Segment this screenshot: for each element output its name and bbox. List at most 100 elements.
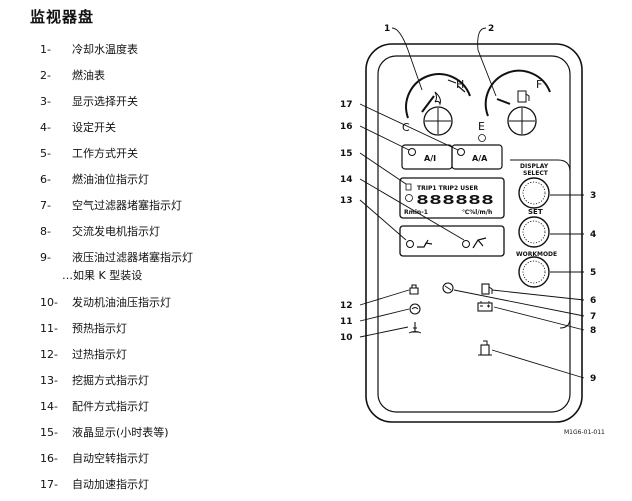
leader-16: [359, 125, 410, 151]
legend-item-number: 8-: [40, 225, 51, 238]
auto-idle-indicator-lamp: [408, 148, 416, 156]
leader-10: [359, 326, 409, 338]
fuel-gauge-needle: [496, 98, 511, 105]
auto-accel-switch[interactable]: A/A: [451, 144, 503, 170]
display-select-button-grip: [522, 181, 546, 205]
coolant-gauge-hub-cross: [425, 108, 451, 134]
alternator-lamp: [477, 301, 493, 312]
work-mode-indicator-window: [399, 225, 505, 257]
set-button-knob[interactable]: [518, 216, 550, 248]
leader-11: [359, 308, 410, 322]
callout-number: 1: [384, 24, 390, 34]
legend-item-label: 设定开关: [72, 121, 116, 134]
hydraulic-filter-base: [478, 340, 492, 356]
monitor-panel-diagram: C H E F A/I A/A TRIP1 TRIP2 USER 888888 …: [320, 0, 632, 501]
legend-item-number: 10-: [40, 296, 58, 309]
hydraulic-filter-lamp: [478, 340, 492, 356]
coolant-gauge-arc: [405, 73, 471, 119]
legend-item-label: 自动空转指示灯: [72, 452, 149, 465]
fuel-level-lamp: [481, 283, 493, 295]
workmode-label: WORKMODE: [516, 251, 557, 258]
legend-item-label: 燃油油位指示灯: [72, 173, 149, 186]
display-select-label-line1: DISPLAY: [520, 163, 549, 170]
legend-item-number: 13-: [40, 374, 58, 387]
button-housing: [510, 159, 571, 329]
set-button[interactable]: SET: [518, 208, 550, 248]
legend-item-label: 燃油表: [72, 69, 105, 82]
fuel-gauge-hub-cross: [509, 108, 535, 134]
auto-accel-switch-label: A/A: [472, 154, 488, 163]
callout-number: 10: [340, 333, 353, 343]
air-filter-slash: [444, 285, 452, 291]
legend-item: 13-挖掘方式指示灯: [40, 372, 149, 388]
callout-number: 17: [340, 100, 353, 110]
lcd-unit-other: ℃%l/m/h: [462, 209, 492, 216]
fuel-level-nozzle: [488, 286, 493, 294]
set-button-grip: [522, 220, 546, 244]
callout-number: 5: [590, 268, 596, 278]
battery-icon: [477, 302, 493, 312]
leader-12: [359, 289, 410, 306]
overheat-lamp: [408, 322, 422, 334]
callout-number: 12: [340, 301, 353, 311]
legend-item-number: 4-: [40, 121, 51, 134]
battery-terminals: [480, 301, 490, 308]
auto-idle-switch-label: A/I: [424, 154, 436, 163]
legend-item: 10- 发动机油油压指示灯: [40, 294, 171, 310]
thermometer-icon: [434, 91, 441, 106]
legend-item-label: 冷却水温度表: [72, 43, 138, 56]
legend-item-number: 5-: [40, 147, 51, 160]
legend-item-number: 6-: [40, 173, 51, 186]
legend-item-label: 显示选择开关: [72, 95, 138, 108]
legend-item: 3- 显示选择开关: [40, 93, 138, 109]
legend-item-number: 1-: [40, 43, 51, 56]
coolant-gauge-high-label: H: [456, 78, 464, 91]
glow-plug-coil: [411, 307, 419, 310]
air-filter-lamp: [442, 282, 454, 294]
callout-number: 2: [488, 24, 494, 34]
glow-plug-icon: [409, 303, 421, 315]
set-label: SET: [528, 208, 543, 216]
legend-item-label: 预热指示灯: [72, 322, 127, 335]
hydraulic-filter-icon: [480, 344, 490, 356]
legend-item-label: 工作方式开关: [72, 147, 138, 160]
fuel-pump-icon: [517, 90, 527, 103]
display-select-button-knob[interactable]: [518, 177, 550, 209]
display-select-button[interactable]: DISPLAY SELECT: [518, 163, 550, 209]
leader-13: [359, 199, 407, 241]
fuel-level-pump-icon: [481, 283, 490, 295]
legend-item: 4- 设定开关: [40, 119, 116, 135]
callout-number: 13: [340, 196, 353, 206]
legend-item-label: 配件方式指示灯: [72, 400, 149, 413]
legend-list: 1-冷却水温度表 2-燃油表 3-显示选择开关 4-设定开关 5-工作方式开关 …: [40, 41, 193, 492]
fuel-gauge: E F: [478, 69, 551, 136]
legend-item: 2-燃油表: [40, 67, 105, 83]
leader-8: [493, 306, 585, 331]
display-select-label-line2: SELECT: [523, 170, 549, 177]
leader-2: [477, 27, 497, 97]
legend-item-label: 自动加速指示灯: [72, 478, 149, 491]
legend-item-number: 3-: [40, 95, 51, 108]
callout-number: 7: [590, 312, 596, 322]
auto-idle-switch[interactable]: A/I: [401, 144, 453, 170]
legend-item-number: 15-: [40, 426, 58, 439]
workmode-button[interactable]: WORKMODE: [516, 251, 557, 288]
workmode-button-knob[interactable]: [518, 256, 550, 288]
dig-mode-lamp: [406, 240, 414, 248]
legend-item: 8-交流发电机指示灯: [40, 223, 160, 239]
legend-item: 17-自动加速指示灯: [40, 476, 149, 492]
legend-item: 6- 燃油油位指示灯: [40, 171, 149, 187]
lcd-hourglass-icon: [405, 183, 412, 191]
coolant-gauge-hub: [423, 106, 453, 136]
leader-15: [359, 152, 407, 185]
leader-7: [453, 289, 585, 317]
lcd-trip-header: TRIP1 TRIP2 USER: [417, 185, 479, 192]
legend-item-label: 发动机油油压指示灯: [72, 296, 171, 309]
lcd-clock-icon: [405, 194, 413, 202]
callout-number: 16: [340, 122, 353, 132]
auto-accel-switch-body[interactable]: [451, 144, 503, 170]
legend-item: 1- 冷却水温度表: [40, 41, 138, 57]
callout-number: 14: [340, 175, 353, 185]
legend-item: 16-自动空转指示灯: [40, 450, 149, 466]
leader-14: [359, 178, 465, 241]
